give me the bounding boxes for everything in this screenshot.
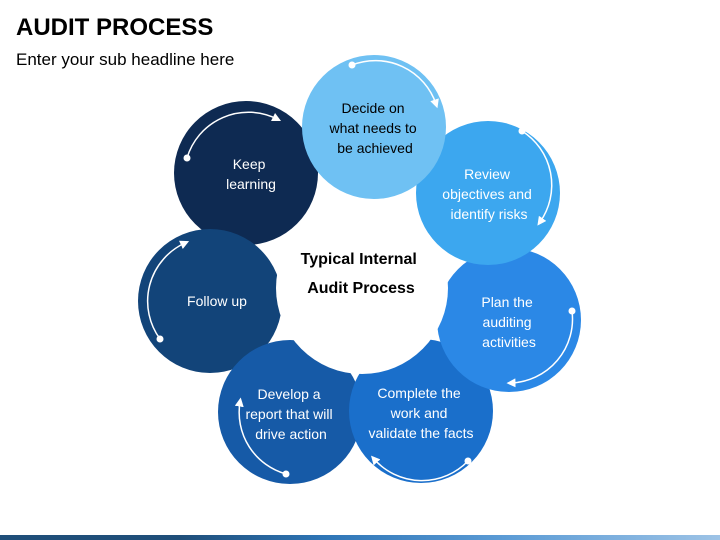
arrow-review <box>521 130 553 226</box>
bottom-accent-bar <box>0 535 720 540</box>
arrow-keep-learning <box>186 111 282 159</box>
arrow-dot-plan <box>568 307 576 315</box>
step-label-decide: Decide on what needs to be achieved <box>328 100 420 156</box>
step-label-review: Review objectives and identify risks <box>442 166 535 222</box>
step-label-complete: Complete the work and validate the facts <box>368 385 473 441</box>
step-label-keep-learning: Keep learning <box>226 156 276 192</box>
arrow-decide <box>351 59 439 109</box>
page-subtitle: Enter your sub headline here <box>16 50 235 69</box>
arrow-dot-develop <box>282 470 290 478</box>
step-label-develop: Develop a report that will drive action <box>245 386 336 442</box>
arrow-dot-keep-learning <box>183 154 191 162</box>
arrow-complete <box>371 455 469 482</box>
arrow-develop <box>234 397 287 475</box>
step-label-follow-up: Follow up <box>187 293 247 309</box>
step-circle-review <box>416 121 560 265</box>
step-circle-decide <box>302 55 446 199</box>
page-title: AUDIT PROCESS <box>16 14 214 41</box>
arrow-follow-up <box>146 240 190 340</box>
arrow-dot-follow-up <box>156 335 164 343</box>
arrow-dot-complete <box>464 457 472 465</box>
step-label-plan: Plan the auditing activities <box>481 294 536 350</box>
step-circle-plan <box>437 248 581 392</box>
arrow-dot-decide <box>348 61 356 69</box>
center-label: Typical Internal Audit Process <box>301 251 422 297</box>
arrow-plan <box>506 310 574 388</box>
step-circle-develop-report <box>218 340 362 484</box>
step-circle-follow-up <box>138 229 282 373</box>
arrow-dot-review <box>518 127 526 135</box>
center-hole <box>276 202 448 374</box>
step-circle-keep-learning <box>174 101 318 245</box>
step-circle-complete-work <box>349 339 493 483</box>
